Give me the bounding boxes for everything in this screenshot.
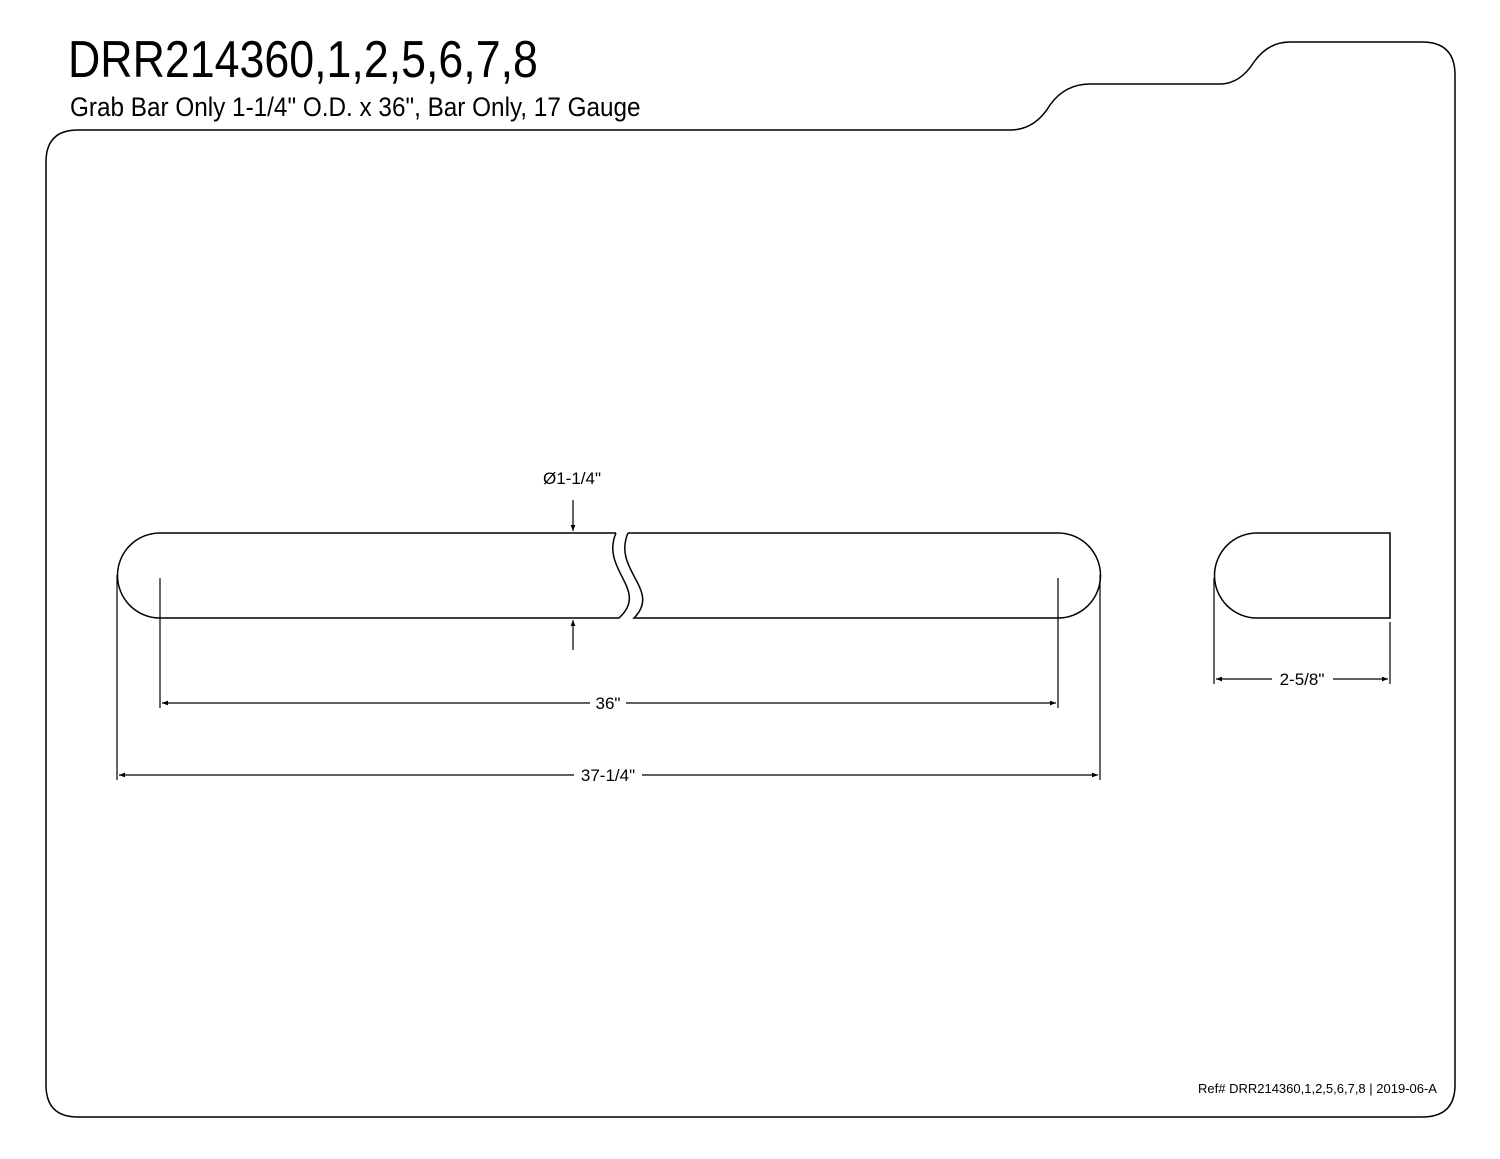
bar-length-label: 36" [596,694,621,713]
end-view-outline [1213,532,1391,619]
overall-length-label: 37-1/4" [581,766,635,785]
reference-number: Ref# DRR214360,1,2,5,6,7,8 | 2019-06-A [1198,1081,1437,1096]
drawing-subtitle: Grab Bar Only 1-1/4" O.D. x 36", Bar Onl… [70,92,641,122]
grab-bar-left-body [116,532,631,619]
end-view-length-label: 2-5/8" [1280,670,1325,689]
drawing-title: DRR214360,1,2,5,6,7,8 [68,31,538,89]
diameter-label: Ø1-1/4" [543,469,601,488]
grab-bar-right-body [624,532,1102,619]
sheet-border [45,41,1456,1118]
